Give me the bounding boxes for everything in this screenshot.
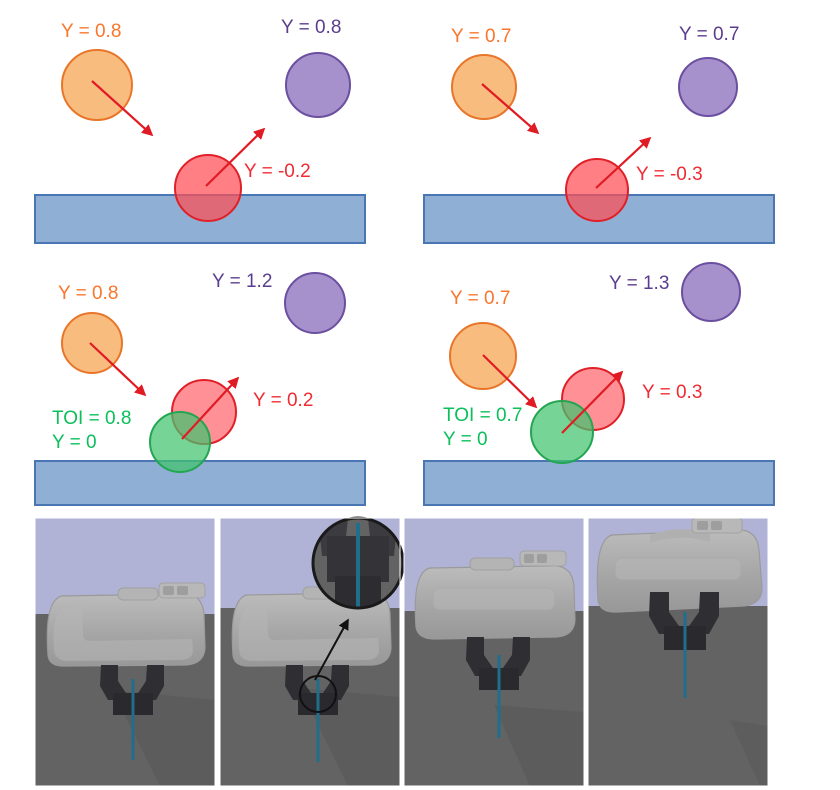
callout-arrow: [314, 618, 349, 681]
panel-top-right: Y = 0.7 Y = 0.7 Y = -0.3: [423, 24, 775, 244]
start-ball-label: Y = 0.8: [58, 283, 118, 304]
panel-top-left: Y = 0.8 Y = 0.8 Y = -0.2: [34, 17, 366, 244]
target-ball-label: Y = 0.7: [679, 24, 739, 45]
robot-gripper-sequence: [34, 516, 769, 787]
start-ball-label: Y = 0.7: [451, 26, 511, 47]
velocity-arrow-up: [595, 136, 652, 189]
collided-ball-label: Y = -0.2: [244, 161, 311, 182]
frame-3: [404, 518, 584, 786]
target-ball-label: Y = 1.2: [212, 271, 272, 292]
collided-ball: [174, 154, 242, 222]
target-ball-label: Y = 0.8: [281, 17, 341, 38]
velocity-arrow-down: [91, 80, 154, 137]
frame-1: [35, 518, 215, 786]
robot-body: [596, 518, 763, 613]
toi-label-line2: Y = 0: [443, 429, 488, 450]
robot-body: [414, 550, 576, 640]
toi-ball: [149, 411, 211, 473]
toi-label-line1: TOI = 0.7: [443, 405, 522, 426]
panel-bottom-left: Y = 0.8 Y = 1.2 Y = 0.2 TOI = 0.8 Y = 0: [34, 271, 366, 506]
ground-bar: [34, 460, 366, 506]
target-ball: [285, 52, 351, 118]
target-ball: [678, 57, 738, 117]
toi-label-line2: Y = 0: [52, 432, 97, 453]
shadow: [730, 720, 768, 786]
velocity-arrow-up: [181, 376, 240, 440]
velocity-arrow-down: [482, 354, 538, 409]
collided-ball-label: Y = -0.3: [636, 164, 703, 185]
frame-2-border: [219, 517, 401, 787]
shadow: [494, 705, 584, 786]
velocity-arrow-up: [561, 370, 624, 434]
start-ball-label: Y = 0.8: [61, 21, 121, 42]
start-ball-label: Y = 0.7: [450, 288, 510, 309]
collided-ball-label: Y = 0.2: [253, 390, 313, 411]
collided-ball-label: Y = 0.3: [642, 382, 702, 403]
target-ball: [284, 272, 346, 334]
magnifier-inset: [311, 516, 405, 610]
robot-body: [46, 582, 206, 667]
frame-4-border: [587, 517, 769, 787]
velocity-arrow-up: [205, 127, 266, 187]
frame-4: [588, 518, 768, 786]
velocity-arrow-down: [481, 83, 540, 135]
velocity-arrow-down: [89, 342, 147, 397]
frame-1-border: [34, 517, 216, 787]
collided-ball: [565, 158, 629, 222]
target-ball-label: Y = 1.3: [609, 273, 669, 294]
panel-bottom-right: Y = 0.7 Y = 1.3 Y = 0.3 TOI = 0.7 Y = 0: [423, 262, 775, 506]
frame-3-border: [403, 517, 585, 787]
gripper: [466, 637, 530, 690]
ground-bar: [423, 460, 775, 506]
target-ball: [681, 262, 741, 322]
toi-label-line1: TOI = 0.8: [52, 408, 131, 429]
